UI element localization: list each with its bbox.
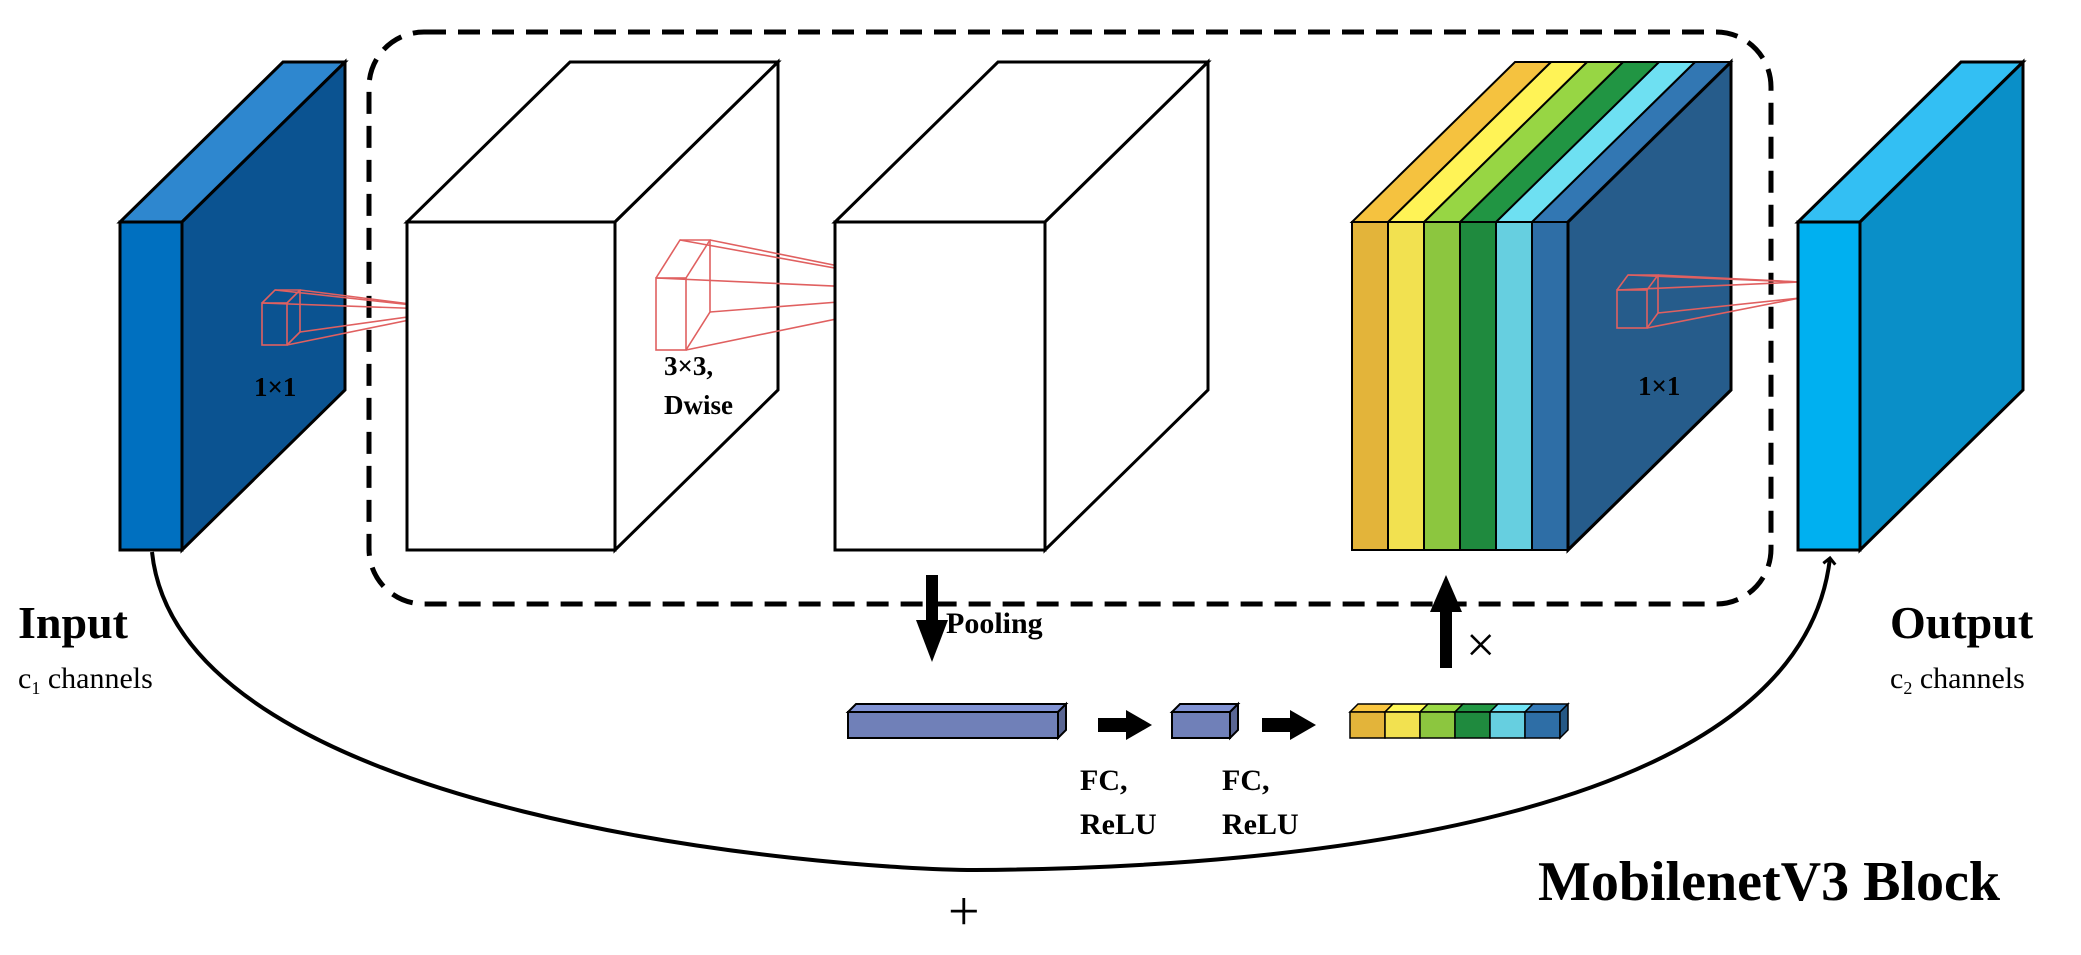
output-channels: c2 channels [1890,662,2025,698]
excitation-cell [1524,711,1561,739]
stack-slice-front [1423,221,1461,551]
output-tensor [1794,58,2027,554]
fc1-label-line2: ReLU [1080,808,1157,841]
fc2-arrow [1262,710,1316,740]
excitation-cell [1384,711,1421,739]
fc1-arrow [1098,710,1152,740]
input-tensor [116,58,349,554]
excitation-vector [1348,702,1570,740]
pooling-arrow [916,575,948,662]
add-symbol: + [948,881,980,943]
output-label: Output [1890,597,2034,648]
project-conv-label: 1×1 [1638,371,1680,401]
scale-arrow [1430,575,1462,668]
expand-conv-label: 1×1 [254,372,296,402]
excitation-cell [1349,711,1386,739]
residual-connection [150,551,1830,873]
input-label: Input [18,597,129,648]
dwise-conv-label-line1: 3×3, [664,351,713,381]
se-dashed-region [366,29,1774,607]
project-kernel [1616,274,1801,329]
stack-slice-front [1351,221,1389,551]
excitation-cell [1454,711,1491,739]
excitation-side [1559,702,1569,740]
output-tensor-front [1796,220,1862,552]
pooled-vector [845,701,1069,741]
multiply-symbol: × [1466,617,1495,674]
excitation-cell [1419,711,1456,739]
dwise-feature-map [831,58,1212,554]
dwise-conv-label-line2: Dwise [664,390,733,420]
fc2-label-line1: FC, [1222,764,1270,797]
pooling-label: Pooling [946,607,1043,640]
excitation-cell [1489,711,1526,739]
stack-side [1566,58,1733,554]
input-channels: c1 channels [18,662,153,698]
squeezed-vector [1169,701,1241,741]
input-tensor-front [118,220,184,552]
stack-slice-front [1495,221,1533,551]
reweighted-feature-stack [1349,58,1734,554]
fc2-label-line2: ReLU [1222,808,1299,841]
block-title: MobilenetV3 Block [1538,851,2001,913]
expanded-feature-map [403,58,782,554]
stack-slice-front [1531,221,1569,551]
stack-slice-front [1387,221,1425,551]
stack-slice-front [1459,221,1497,551]
fc1-label-line1: FC, [1080,764,1128,797]
